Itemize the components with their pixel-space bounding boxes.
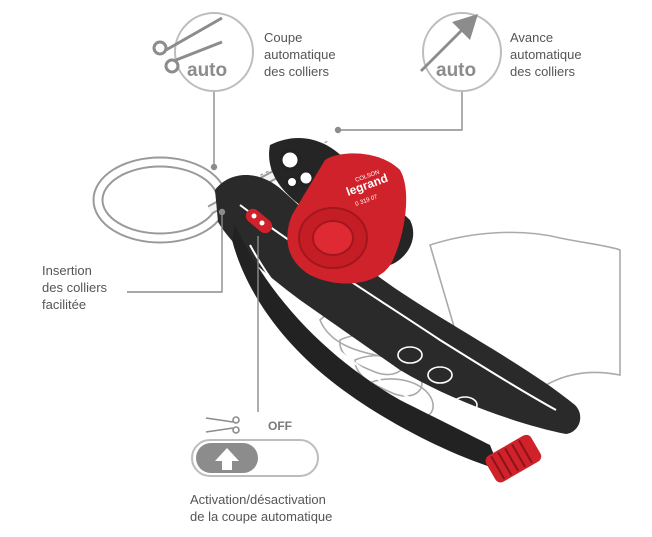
scissors-icon <box>152 16 223 74</box>
cut-auto-label: Coupe automatique des colliers <box>264 29 336 80</box>
scissors-small-icon <box>205 416 240 434</box>
insertion-line-1: Insertion <box>42 263 92 278</box>
cut-auto-badge: auto <box>152 12 254 92</box>
toggle-switch[interactable] <box>191 439 319 477</box>
advance-auto-label: Avance automatique des colliers <box>510 29 582 80</box>
toggle-line-1: Activation/désactivation <box>190 492 326 507</box>
advance-auto-line-3: des colliers <box>510 64 576 79</box>
advance-auto-badge-text: auto <box>436 60 476 81</box>
cut-auto-line-1: Coupe <box>264 30 303 45</box>
arrow-up-right-icon <box>420 14 478 72</box>
insertion-line-3: facilitée <box>42 297 87 312</box>
tensioning-tool: COLSON legrand 0 319 07 <box>215 137 581 483</box>
advance-auto-line-2: automatique <box>510 47 582 62</box>
cut-auto-line-3: des colliers <box>264 64 330 79</box>
toggle-label: Activation/désactivation de la coupe aut… <box>190 491 332 525</box>
toggle-state-label: OFF <box>268 419 292 433</box>
arrow-up-icon <box>215 448 239 470</box>
advance-auto-line-1: Avance <box>510 30 554 45</box>
advance-auto-badge: auto <box>420 12 502 92</box>
insertion-label: Insertion des colliers facilitée <box>42 262 107 313</box>
cut-auto-badge-text: auto <box>187 60 227 81</box>
callout-lines <box>127 88 463 412</box>
cut-auto-line-2: automatique <box>264 47 336 62</box>
insertion-line-2: des colliers <box>42 280 108 295</box>
toggle-line-2: de la coupe automatique <box>190 509 333 524</box>
